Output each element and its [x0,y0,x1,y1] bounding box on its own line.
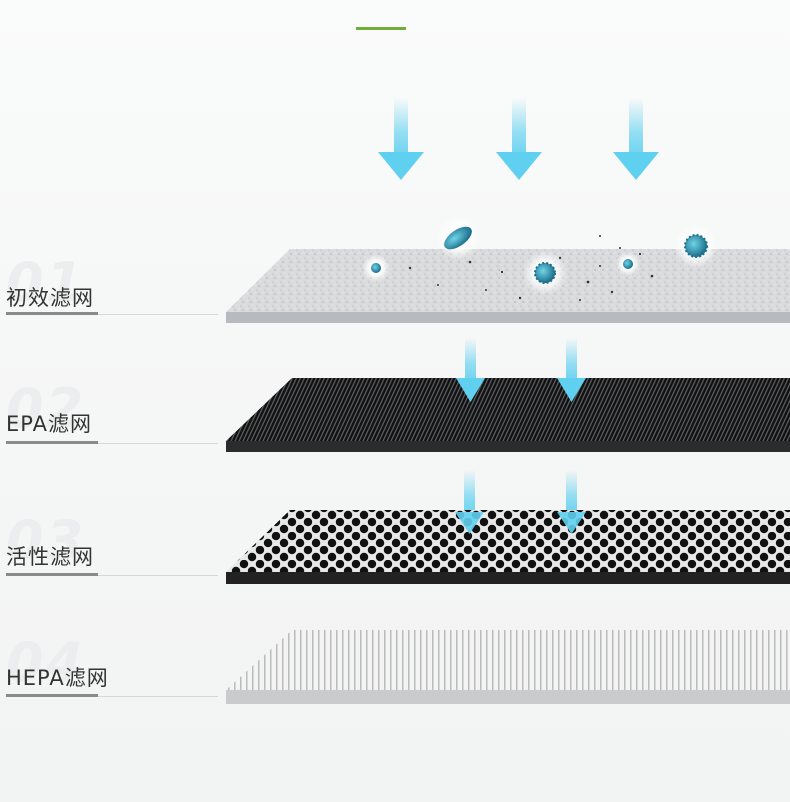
layer-1-divider [98,314,218,315]
layer-1-underline [6,312,98,315]
carbon-layer [226,510,790,584]
layer-4-divider [98,696,218,697]
airflow-arrow-3 [613,98,659,180]
airflow-arrow-1 [378,98,424,180]
epa-layer [226,378,790,452]
layer-3-divider [98,575,218,576]
layer-3-underline [6,573,98,576]
airflow-arrow-2 [496,98,542,180]
layer-4-underline [6,694,98,697]
layer-2-label: EPA滤网 [6,408,92,438]
hepa-layer [226,630,790,704]
layer-2-underline [6,441,98,444]
layer-2-divider [98,443,218,444]
layer-1-label: 初效滤网 [6,282,94,312]
layer-4-label: HEPA滤网 [6,662,109,692]
layer-3-label: 活性滤网 [6,541,94,571]
prefilter-layer [226,216,790,323]
